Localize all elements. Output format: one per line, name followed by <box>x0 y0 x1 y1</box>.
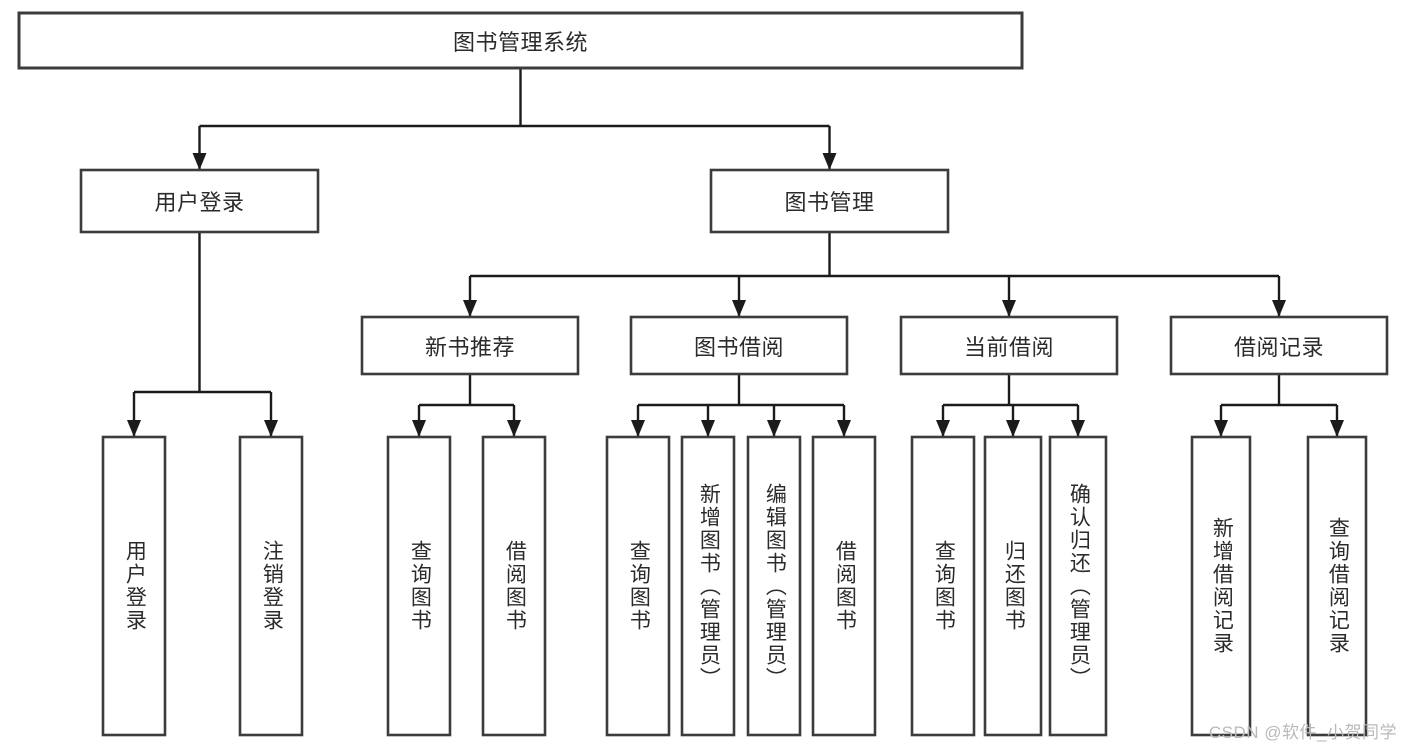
arrow-head-icon-leaf-logout <box>264 420 278 437</box>
node-box-leaf-cb-query[interactable] <box>910 435 976 737</box>
arrow-head-icon-leaf-rec-borrow <box>507 420 521 437</box>
node-box-leaf-logout[interactable] <box>238 435 304 737</box>
node-leaf-user-login[interactable] <box>103 437 165 735</box>
arrow-head-icon-borrow-record <box>1272 300 1286 317</box>
arrow-head-icon-user-login <box>192 153 207 170</box>
node-box-leaf-bb-borrow[interactable] <box>811 435 877 737</box>
node-leaf-bb-query[interactable] <box>607 437 669 735</box>
node-box-leaf-br-add[interactable] <box>1190 435 1252 737</box>
node-box-current-borrow[interactable] <box>899 315 1119 376</box>
arrow-head-icon-book-borrow <box>732 300 746 317</box>
node-box-new-book-rec[interactable] <box>360 315 580 376</box>
arrow-head-icon-leaf-bb-borrow <box>837 420 851 437</box>
node-box-borrow-record[interactable] <box>1169 315 1389 376</box>
node-box-leaf-bb-edit[interactable] <box>746 435 802 737</box>
node-leaf-cb-query[interactable] <box>912 437 974 735</box>
arrow-head-icon-leaf-br-add <box>1214 420 1228 437</box>
node-box-leaf-rec-query[interactable] <box>386 435 452 737</box>
node-box-leaf-rec-borrow[interactable] <box>481 435 547 737</box>
node-new-book-rec[interactable] <box>362 317 578 374</box>
node-box-leaf-bb-query[interactable] <box>605 435 671 737</box>
node-leaf-cb-confirm[interactable] <box>1050 437 1106 735</box>
arrow-head-icon-leaf-br-query <box>1330 420 1344 437</box>
arrow-head-icon-leaf-bb-add <box>701 420 715 437</box>
arrow-head-icon-leaf-bb-query <box>631 420 645 437</box>
node-borrow-record[interactable] <box>1171 317 1387 374</box>
node-leaf-br-add[interactable] <box>1192 437 1250 735</box>
arrow-head-icon-leaf-cb-query <box>936 420 950 437</box>
node-box-root[interactable] <box>17 11 1024 70</box>
node-box-user-login[interactable] <box>79 168 320 234</box>
arrow-head-icon-leaf-cb-confirm <box>1071 420 1085 437</box>
arrow-head-icon-leaf-cb-return <box>1006 420 1020 437</box>
node-book-borrow[interactable] <box>631 317 847 374</box>
node-leaf-rec-query[interactable] <box>388 437 450 735</box>
node-leaf-bb-borrow[interactable] <box>813 437 875 735</box>
connector-layer <box>127 68 1344 437</box>
node-box-leaf-br-query[interactable] <box>1306 435 1368 737</box>
arrow-head-icon-book-manage <box>822 153 837 170</box>
node-leaf-logout[interactable] <box>240 437 302 735</box>
node-current-borrow[interactable] <box>901 317 1117 374</box>
arrow-head-icon-leaf-bb-edit <box>767 420 781 437</box>
node-box-book-borrow[interactable] <box>629 315 849 376</box>
arrow-head-icon-new-book-rec <box>463 300 477 317</box>
arrow-head-icon-leaf-user-login <box>127 420 141 437</box>
node-box-leaf-user-login[interactable] <box>101 435 167 737</box>
node-root[interactable] <box>19 13 1022 68</box>
node-box-book-manage[interactable] <box>709 168 950 234</box>
node-box-leaf-bb-add[interactable] <box>680 435 736 737</box>
node-leaf-rec-borrow[interactable] <box>483 437 545 735</box>
node-box-leaf-cb-confirm[interactable] <box>1048 435 1108 737</box>
arrow-head-icon-leaf-rec-query <box>412 420 426 437</box>
node-book-manage[interactable] <box>711 170 948 232</box>
node-box-leaf-cb-return[interactable] <box>983 435 1043 737</box>
node-leaf-bb-edit[interactable] <box>748 437 800 735</box>
node-user-login[interactable] <box>81 170 318 232</box>
node-leaf-cb-return[interactable] <box>985 437 1041 735</box>
node-leaf-bb-add[interactable] <box>682 437 734 735</box>
box-layer <box>17 11 1389 737</box>
arrow-head-icon-current-borrow <box>1002 300 1016 317</box>
node-leaf-br-query[interactable] <box>1308 437 1366 735</box>
